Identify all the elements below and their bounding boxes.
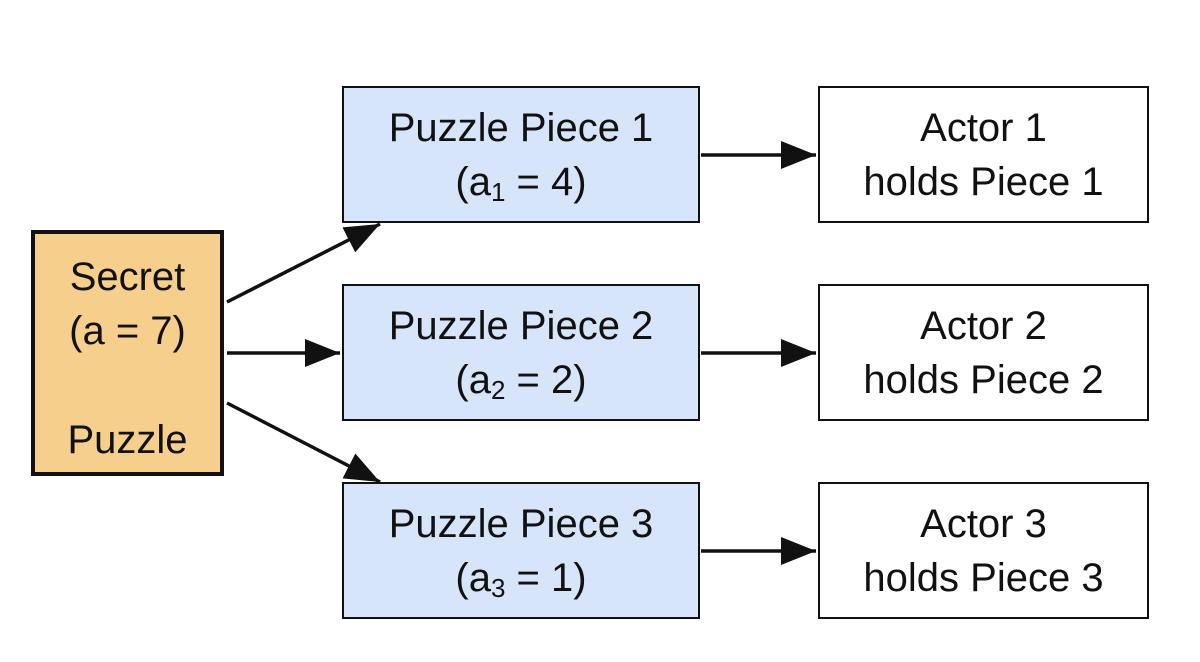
piece-value: (a1 = 4): [455, 159, 587, 207]
secret-value: (a = 7): [69, 309, 186, 353]
actor-title: Actor 1: [920, 105, 1047, 150]
actor-2-node: Actor 2 holds Piece 2: [818, 284, 1149, 421]
piece-value: (a3 = 1): [455, 555, 587, 603]
actor-3-node: Actor 3 holds Piece 3: [818, 482, 1149, 619]
actor-description: holds Piece 2: [863, 357, 1104, 402]
actor-title: Actor 3: [920, 501, 1047, 546]
piece-title: Puzzle Piece 3: [388, 501, 654, 546]
actor-description: holds Piece 1: [863, 159, 1104, 204]
actor-description: holds Piece 3: [863, 555, 1104, 600]
secret-title: Secret: [69, 255, 186, 299]
piece-title: Puzzle Piece 1: [388, 105, 654, 150]
secret-node: Secret (a = 7) Puzzle: [31, 230, 224, 476]
actor-1-node: Actor 1 holds Piece 1: [818, 86, 1149, 223]
puzzle-piece-2-node: Puzzle Piece 2 (a2 = 2): [342, 284, 700, 421]
secret-puzzle-label: Puzzle: [67, 418, 188, 462]
piece-value: (a2 = 2): [455, 357, 587, 405]
puzzle-piece-3-node: Puzzle Piece 3 (a3 = 1): [342, 482, 700, 619]
piece-title: Puzzle Piece 2: [388, 303, 654, 348]
puzzle-piece-1-node: Puzzle Piece 1 (a1 = 4): [342, 86, 700, 223]
actor-title: Actor 2: [920, 303, 1047, 348]
